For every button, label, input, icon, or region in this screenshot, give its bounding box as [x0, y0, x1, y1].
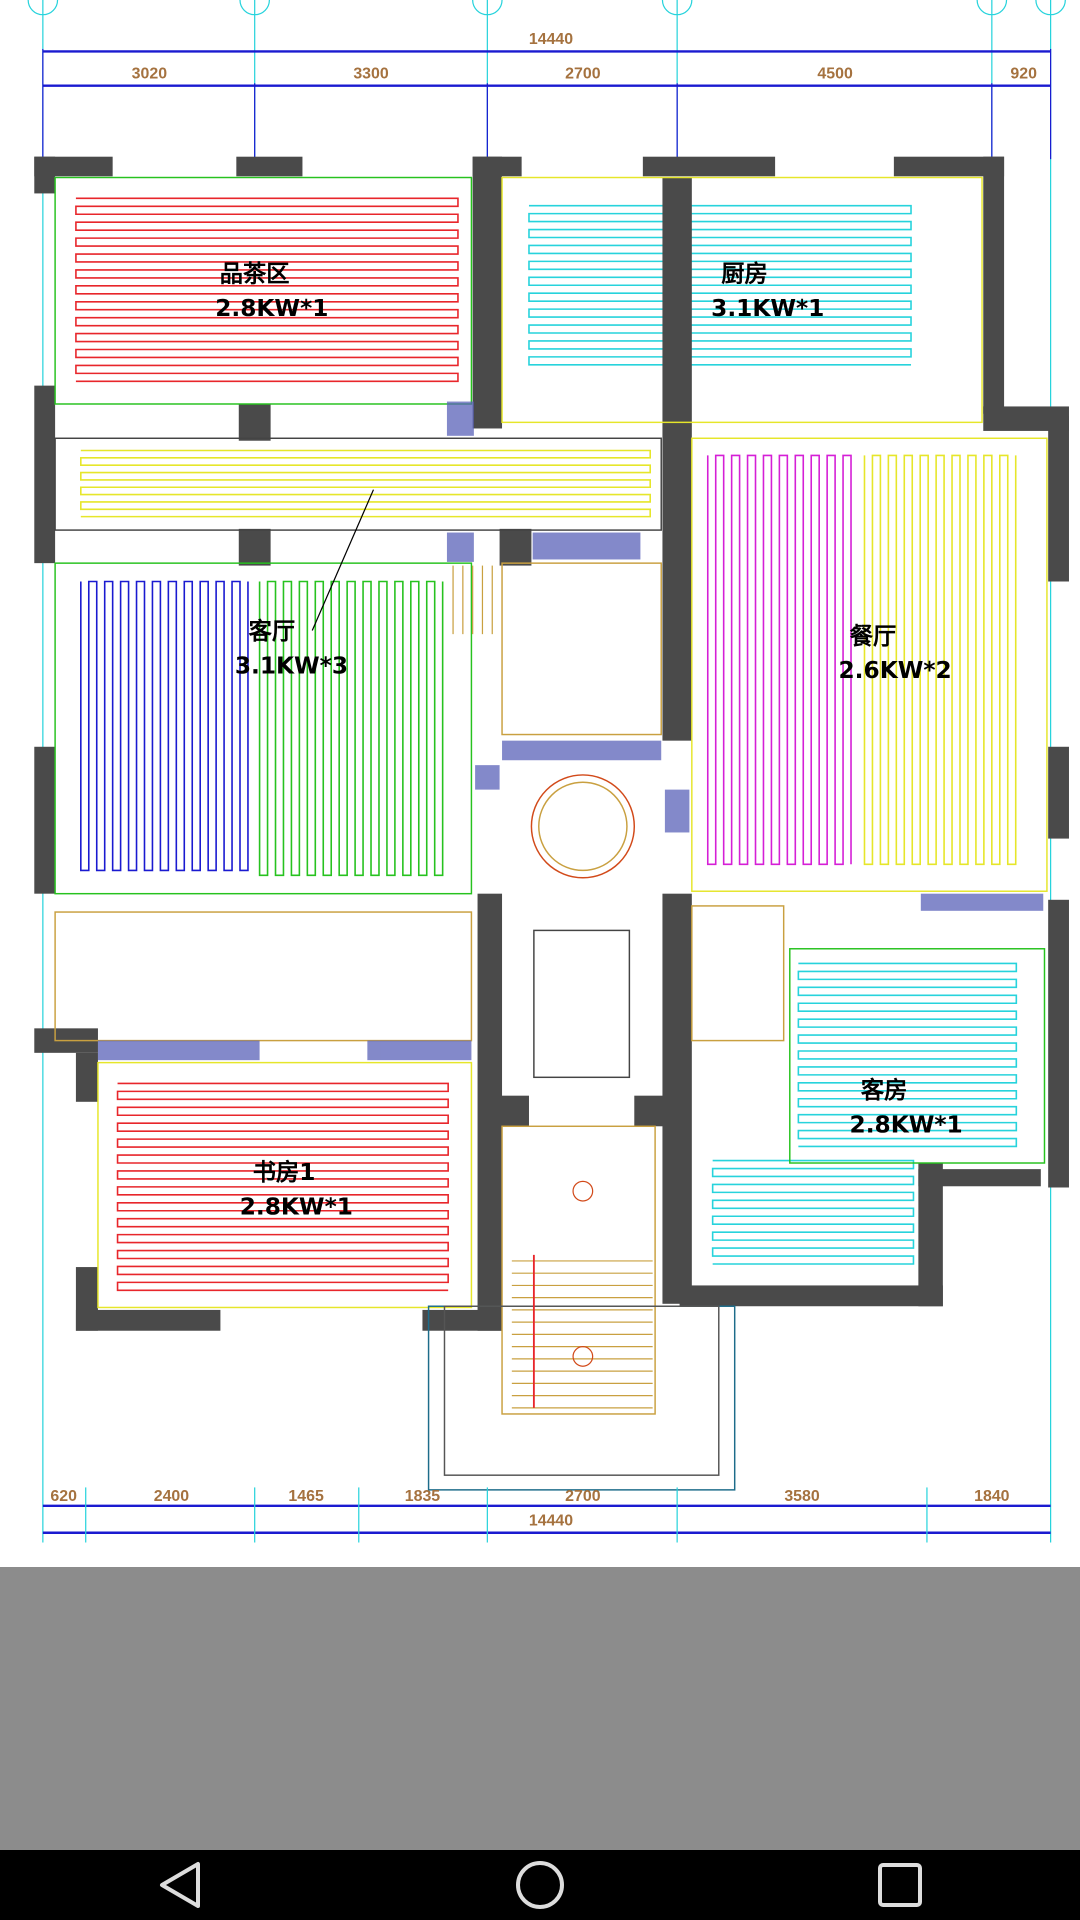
room-name: 品茶区: [220, 261, 290, 288]
heating-coil: [80, 580, 249, 872]
recents-icon: [878, 1863, 922, 1907]
room-name: 餐厅: [850, 623, 897, 650]
home-button[interactable]: [480, 1855, 600, 1915]
bottom-dimension: 2400: [154, 1488, 190, 1505]
heating-coil: [711, 1159, 915, 1265]
heating-coil: [258, 580, 444, 877]
room-power: 2.8KW*1: [215, 295, 328, 322]
room-power: 3.1KW*3: [235, 652, 348, 679]
bottom-grid-ticks: [85, 1487, 928, 1543]
heating-coil: [863, 454, 1017, 866]
bottom-dimension: 1465: [288, 1488, 324, 1505]
leader-line: [311, 489, 375, 631]
heating-coil: [797, 962, 1018, 1148]
room-name: 厨房: [721, 261, 768, 288]
room-power: 3.1KW*1: [711, 295, 824, 322]
back-button[interactable]: [120, 1855, 240, 1915]
room-name: 客房: [861, 1077, 908, 1104]
hatched-partitions: [97, 401, 1044, 1061]
top-dimension: 3300: [353, 65, 389, 82]
back-icon: [160, 1862, 200, 1908]
bottom-dimension: 3580: [784, 1488, 820, 1505]
heating-coil: [706, 454, 852, 866]
room-power: 2.8KW*1: [240, 1193, 353, 1220]
recents-button[interactable]: [840, 1855, 960, 1915]
top-dimension: 920: [1010, 65, 1037, 82]
light-fixture-icon: [572, 1346, 594, 1367]
room-name: 书房1: [253, 1159, 316, 1186]
top-dimension: 3020: [132, 65, 168, 82]
light-fixture-icon: [572, 1180, 594, 1202]
heating-coil: [116, 1082, 449, 1292]
floor-plan-drawing: 14440 3020 3300 2700 4500 920: [27, 0, 1069, 1543]
room-power: 2.8KW*1: [850, 1111, 963, 1138]
heating-coil: [528, 204, 912, 366]
room-power: 2.6KW*2: [839, 657, 952, 684]
wall-outlines: [54, 176, 1048, 1491]
system-navigation-bar: [0, 1850, 1080, 1920]
bottom-dimension-lines: [42, 1504, 1051, 1534]
top-dimension: 4500: [817, 65, 853, 82]
heating-coil: [80, 449, 651, 518]
bottom-total-dimension: 14440: [529, 1512, 573, 1529]
top-dimension: 2700: [565, 65, 601, 82]
walls: [34, 156, 1069, 1331]
bottom-dimension: 1840: [974, 1488, 1010, 1505]
room-name: 客厅: [249, 618, 296, 645]
top-dimension-lines: [42, 48, 1052, 160]
heating-coils: [75, 197, 1018, 1292]
bottom-dimension: 1835: [405, 1488, 441, 1505]
bottom-dimension: 2700: [565, 1488, 601, 1505]
bottom-dimension: 620: [50, 1488, 77, 1505]
top-total-dimension: 14440: [529, 31, 573, 48]
heating-coil: [75, 197, 459, 383]
home-icon: [516, 1861, 564, 1909]
empty-viewer-area: [0, 1567, 1080, 1850]
